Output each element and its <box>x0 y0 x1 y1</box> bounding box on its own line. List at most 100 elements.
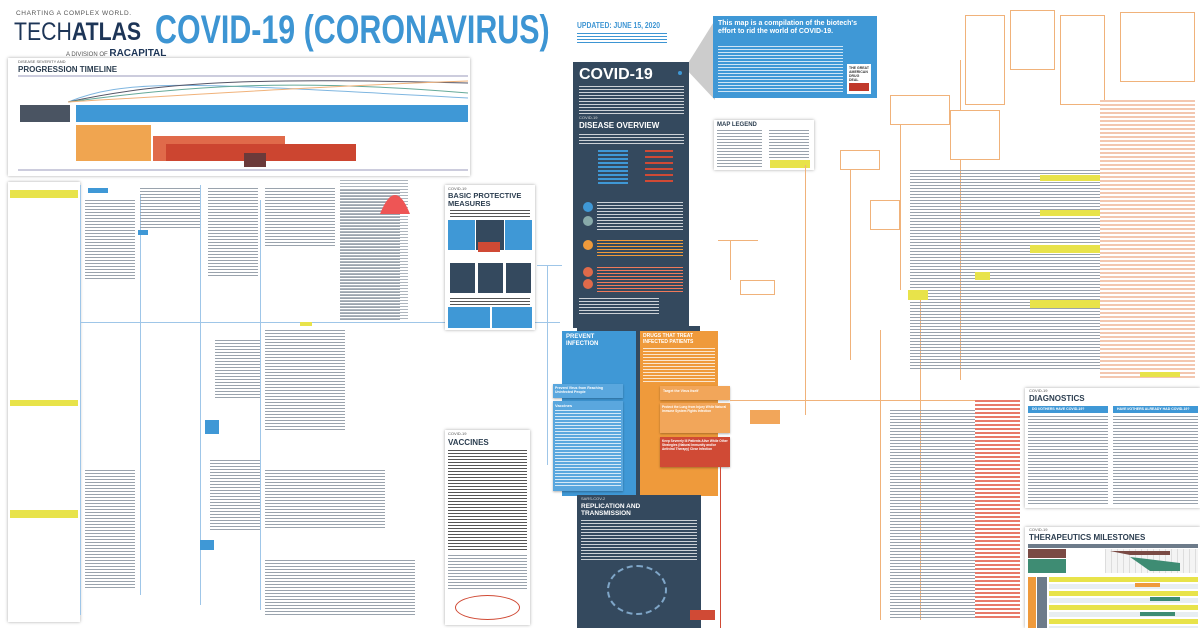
measure-card-blue <box>448 307 490 328</box>
curve-orange <box>68 80 468 103</box>
note-box <box>208 188 258 278</box>
blue-node <box>205 420 219 434</box>
highlight-row <box>1030 245 1100 253</box>
note-box <box>265 330 345 430</box>
mindmap-node <box>890 95 950 125</box>
note-box <box>85 200 135 280</box>
connector-line <box>80 322 560 323</box>
connector-line <box>720 450 721 628</box>
division-prefix: A DIVISION OF <box>66 52 108 58</box>
milestones-subcategory <box>1037 577 1047 628</box>
status-columns <box>1100 100 1195 380</box>
note-box <box>140 188 200 228</box>
diagnostics-kicker: COVID-19 <box>1029 388 1048 393</box>
vaccines-panel: COVID-19 VACCINES <box>445 430 530 625</box>
milestones-category <box>1028 577 1036 628</box>
prevent-sub1-label: Prevent Virus from Reaching Uninfected P… <box>555 386 603 394</box>
logo: TECHATLAS <box>14 19 141 46</box>
mindmap-node <box>1120 12 1195 82</box>
therapeutics-kicker: COVID-19 <box>1029 527 1048 532</box>
drugs-sub3-label: Keep Severely Ill Patients Alive While O… <box>662 439 728 451</box>
highlight-row <box>1040 175 1100 181</box>
milestones-table <box>1049 577 1198 628</box>
warning-badge <box>478 242 500 252</box>
mindmap-node <box>1060 15 1105 105</box>
note-box <box>210 460 260 530</box>
note-box <box>215 340 260 400</box>
drugs-sub-severe[interactable]: Keep Severely Ill Patients Alive While O… <box>660 437 730 467</box>
curve-green <box>68 84 468 103</box>
connector-line <box>880 330 881 620</box>
drugs-sub-protect-lung[interactable]: Protect the Lung from Injury While Natur… <box>660 403 730 433</box>
curve-blue <box>68 84 468 103</box>
blue-node <box>200 540 214 550</box>
timeline-subtitle: DISEASE SEVERITY AND <box>18 59 66 64</box>
timeline-panel: DISEASE SEVERITY AND PROGRESSION TIMELIN… <box>8 58 470 176</box>
map-legend: MAP LEGEND <box>714 120 814 170</box>
legend-title: MAP LEGEND <box>717 122 757 128</box>
updated-date: UPDATED: JUNE 15, 2020 <box>577 21 661 30</box>
measure-card-blue <box>505 220 532 250</box>
updated-links[interactable] <box>577 33 667 44</box>
legend-highlight <box>770 160 810 168</box>
diagnostics-panel: COVID-19 DIAGNOSTICS DO I/OTHERS HAVE CO… <box>1025 388 1200 508</box>
connector-line <box>200 185 201 605</box>
timeline-curves <box>68 80 468 103</box>
tab-had-covid[interactable]: HAVE I/OTHERS ALREADY HAD COVID-19? <box>1113 406 1198 413</box>
division-brand: RACAPITAL <box>109 48 167 59</box>
mindmap-node-red <box>690 610 715 620</box>
logo-bold: ATLAS <box>71 18 142 46</box>
symptom-bars <box>598 150 628 186</box>
prevent-sub2-label: Vaccines <box>555 403 573 408</box>
milestones-header <box>1028 544 1198 548</box>
mindmap-node <box>1010 10 1055 70</box>
measure-card-dark <box>478 263 503 293</box>
book-title: THE GREAT AMERICAN DRUG DEAL <box>849 66 869 82</box>
epidemic-curve <box>380 195 410 214</box>
note-box <box>265 470 385 530</box>
drugs-title: DRUGS THAT TREAT INFECTED PATIENTS <box>643 333 694 345</box>
note-box <box>85 470 135 590</box>
highlight-node <box>300 322 312 326</box>
symptom-bars <box>645 150 673 186</box>
prevent-sub-reaching[interactable]: Prevent Virus from Reaching Uninfected P… <box>553 384 623 398</box>
highlight-row <box>1040 210 1100 216</box>
mindmap-node <box>740 280 775 295</box>
measure-card-blue <box>448 220 475 250</box>
connector-line <box>805 165 806 415</box>
connector-line <box>140 195 141 595</box>
connector-line <box>537 265 562 266</box>
highlight-row <box>1140 372 1180 377</box>
therapeutics-title: THERAPEUTICS MILESTONES <box>1029 533 1146 542</box>
overview-kicker: COVID-19 <box>579 115 598 120</box>
replication-title: REPLICATION AND TRANSMISSION <box>581 503 641 517</box>
prevent-sub-vaccines[interactable]: Vaccines <box>553 401 623 491</box>
mindmap-node-orange <box>750 410 780 424</box>
mindmap-node <box>870 200 900 230</box>
highlight-row <box>975 272 990 280</box>
tab-have-covid[interactable]: DO I/OTHERS HAVE COVID-19? <box>1028 406 1108 413</box>
highlight-row <box>908 290 928 300</box>
connector-line <box>730 400 1010 401</box>
mindmap-rows <box>910 170 1100 370</box>
protective-panel: COVID-19 BASIC PROTECTIVE MEASURES <box>445 185 535 330</box>
mild-band <box>76 105 468 122</box>
note-box <box>265 188 335 248</box>
covid-overview-panel: COVID-19 COVID-19 DISEASE OVERVIEW <box>573 62 689 328</box>
highlight-row <box>10 510 78 518</box>
blue-node <box>88 188 108 193</box>
status-columns <box>975 400 1020 620</box>
mindmap-node <box>965 15 1005 105</box>
drugs-sub-target-virus[interactable]: Target the Virus Itself <box>660 386 730 400</box>
death-box <box>244 153 266 167</box>
info-headline: This map is a compilation of the biotech… <box>718 20 857 35</box>
callout-wedge <box>685 20 715 100</box>
milestones-row <box>1028 549 1066 558</box>
therapeutics-panel: COVID-19 THERAPEUTICS MILESTONES <box>1025 527 1200 628</box>
gantt-bar-orange <box>1135 583 1160 587</box>
connector-line <box>260 200 261 610</box>
vaccine-diagram <box>455 595 520 620</box>
connector-line <box>80 185 81 615</box>
vaccines-kicker: COVID-19 <box>448 431 467 436</box>
overview-title: COVID-19 <box>579 66 653 83</box>
